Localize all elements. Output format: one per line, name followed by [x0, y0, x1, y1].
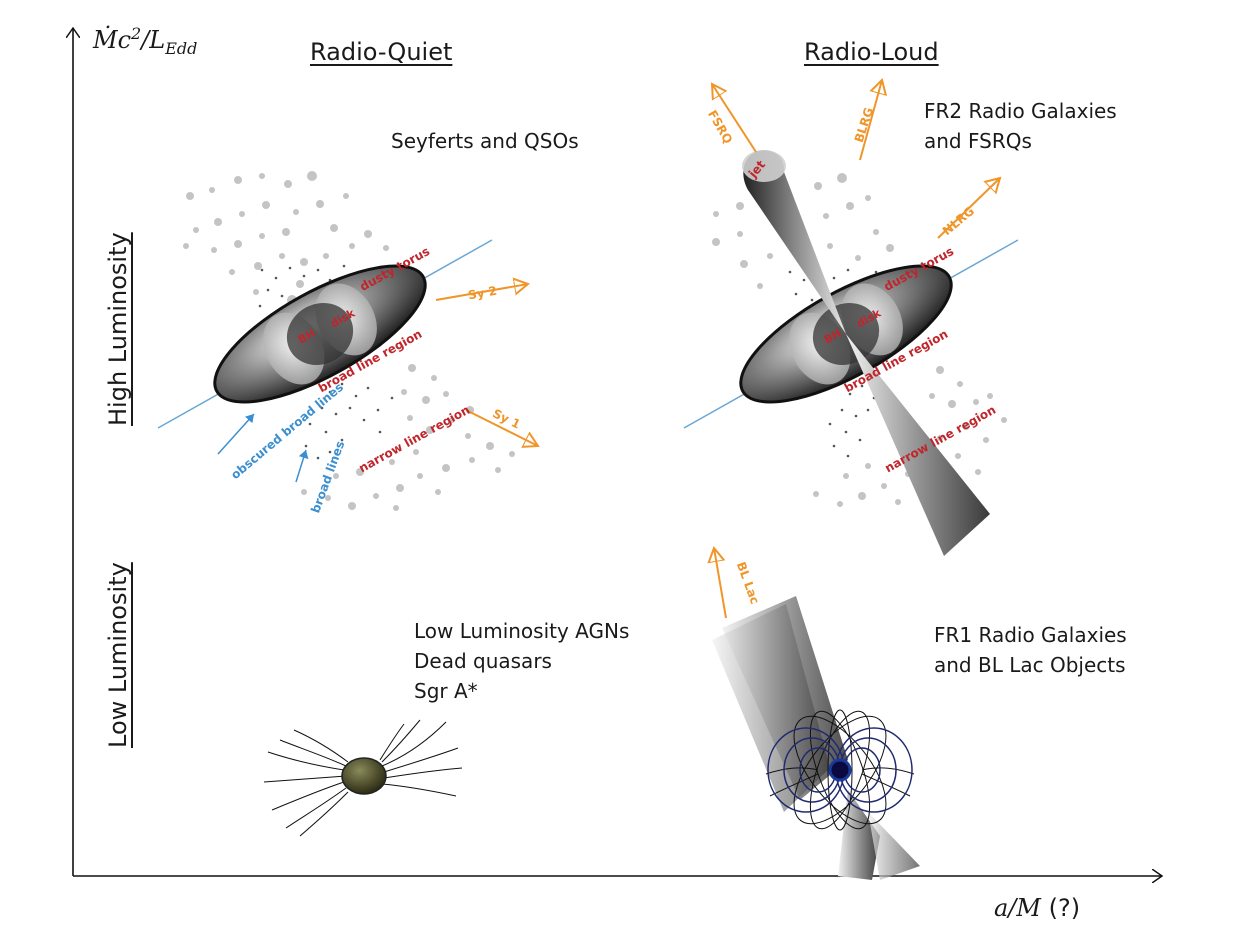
sy1-arrow	[465, 409, 538, 446]
group-label-low-luminosity-agns: Low Luminosity AGNs Dead quasars Sgr A*	[414, 619, 630, 703]
low-luminosity-illustration	[263, 719, 463, 837]
x-axis-label-suffix: (?)	[1048, 894, 1081, 922]
y-axis-label: Ṁc2/LEdd	[93, 24, 197, 58]
group-label-seyferts-qsos: Seyferts and QSOs	[391, 129, 579, 153]
lower-jet-cone	[846, 334, 990, 556]
row-label-low-luminosity: Low Luminosity	[104, 562, 132, 748]
y-axis-label-sub: Edd	[165, 38, 198, 58]
fr1-field-lines	[765, 709, 915, 831]
column-header-radio-quiet: Radio-Quiet	[310, 38, 453, 66]
blrg-arrow	[859, 80, 882, 161]
x-axis-label-main: a/M	[994, 894, 1041, 922]
y-axis-label-main: Ṁc	[93, 26, 132, 54]
fsrq-arrow	[712, 84, 757, 153]
seyfert-torus	[213, 264, 427, 404]
sy2-arrow	[435, 284, 528, 301]
row-label-high-luminosity: High Luminosity	[104, 232, 132, 426]
y-axis-label-div: /L	[141, 26, 166, 54]
y-axis-label-sup: 2	[131, 24, 142, 43]
upper-jet	[743, 150, 846, 334]
obscured-broad-lines-arrow	[217, 413, 255, 455]
group-label-fr1-bl-lac: FR1 Radio Galaxies and BL Lac Objects	[934, 623, 1127, 677]
column-header-radio-loud: Radio-Loud	[804, 38, 939, 66]
seyfert-illustration	[157, 171, 538, 511]
nlrg-arrow	[937, 178, 1000, 239]
group-label-fr2-fsrqs: FR2 Radio Galaxies and FSRQs	[924, 99, 1117, 153]
seyfert-cloud-dots	[183, 171, 515, 511]
broad-lines-arrow	[295, 449, 309, 483]
fr2-illustration	[683, 80, 1019, 556]
x-axis-label: a/M (?)	[994, 894, 1080, 922]
bl-lac-arrow	[714, 548, 727, 619]
fr1-illustration	[712, 548, 920, 880]
